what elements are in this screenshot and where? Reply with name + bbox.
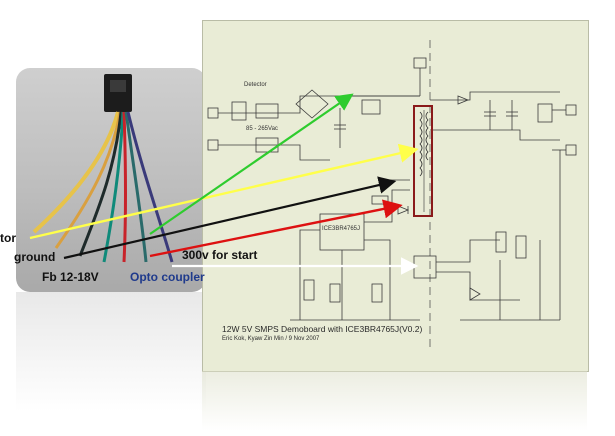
transformer-connector [104,74,132,112]
snubber-label: Detector [244,82,267,88]
photo-reflection [16,292,206,412]
arrow-yellow-tor [29,143,419,240]
schematic-reflection [202,371,587,431]
ic-name-label: ICE3BR4765J [322,226,361,232]
arrow-red-fb [149,199,403,258]
wire-black [78,111,123,257]
schematic-caption-author: Eric Kok, Kyaw Zin Min / 9 Nov 2007 [222,336,320,342]
wire-darkgreen [124,111,148,263]
input-range-label: 85 - 265Vac [246,126,278,132]
wire-bundle [32,74,174,263]
wire-yellow [32,111,120,234]
schematic-lines [207,40,577,350]
transformer-highlight-box [413,105,433,217]
label-tor: tor [0,231,16,245]
label-ground: ground [14,250,56,264]
wire-red [122,111,127,263]
arrow-green-start [149,93,354,235]
wire-blue [126,111,174,263]
label-300v-start: 300v for start [182,248,258,262]
label-opto-coupler: Opto coupler [130,270,205,284]
arrow-black-ground [63,176,397,260]
smps-schematic [202,20,589,372]
transformer-symbol [413,105,433,217]
schematic-caption-title: 12W 5V SMPS Demoboard with ICE3BR4765J(V… [222,324,423,334]
wire-orange [54,111,122,249]
connector-pin-block [110,80,126,92]
label-fb: Fb 12-18V [42,270,99,284]
